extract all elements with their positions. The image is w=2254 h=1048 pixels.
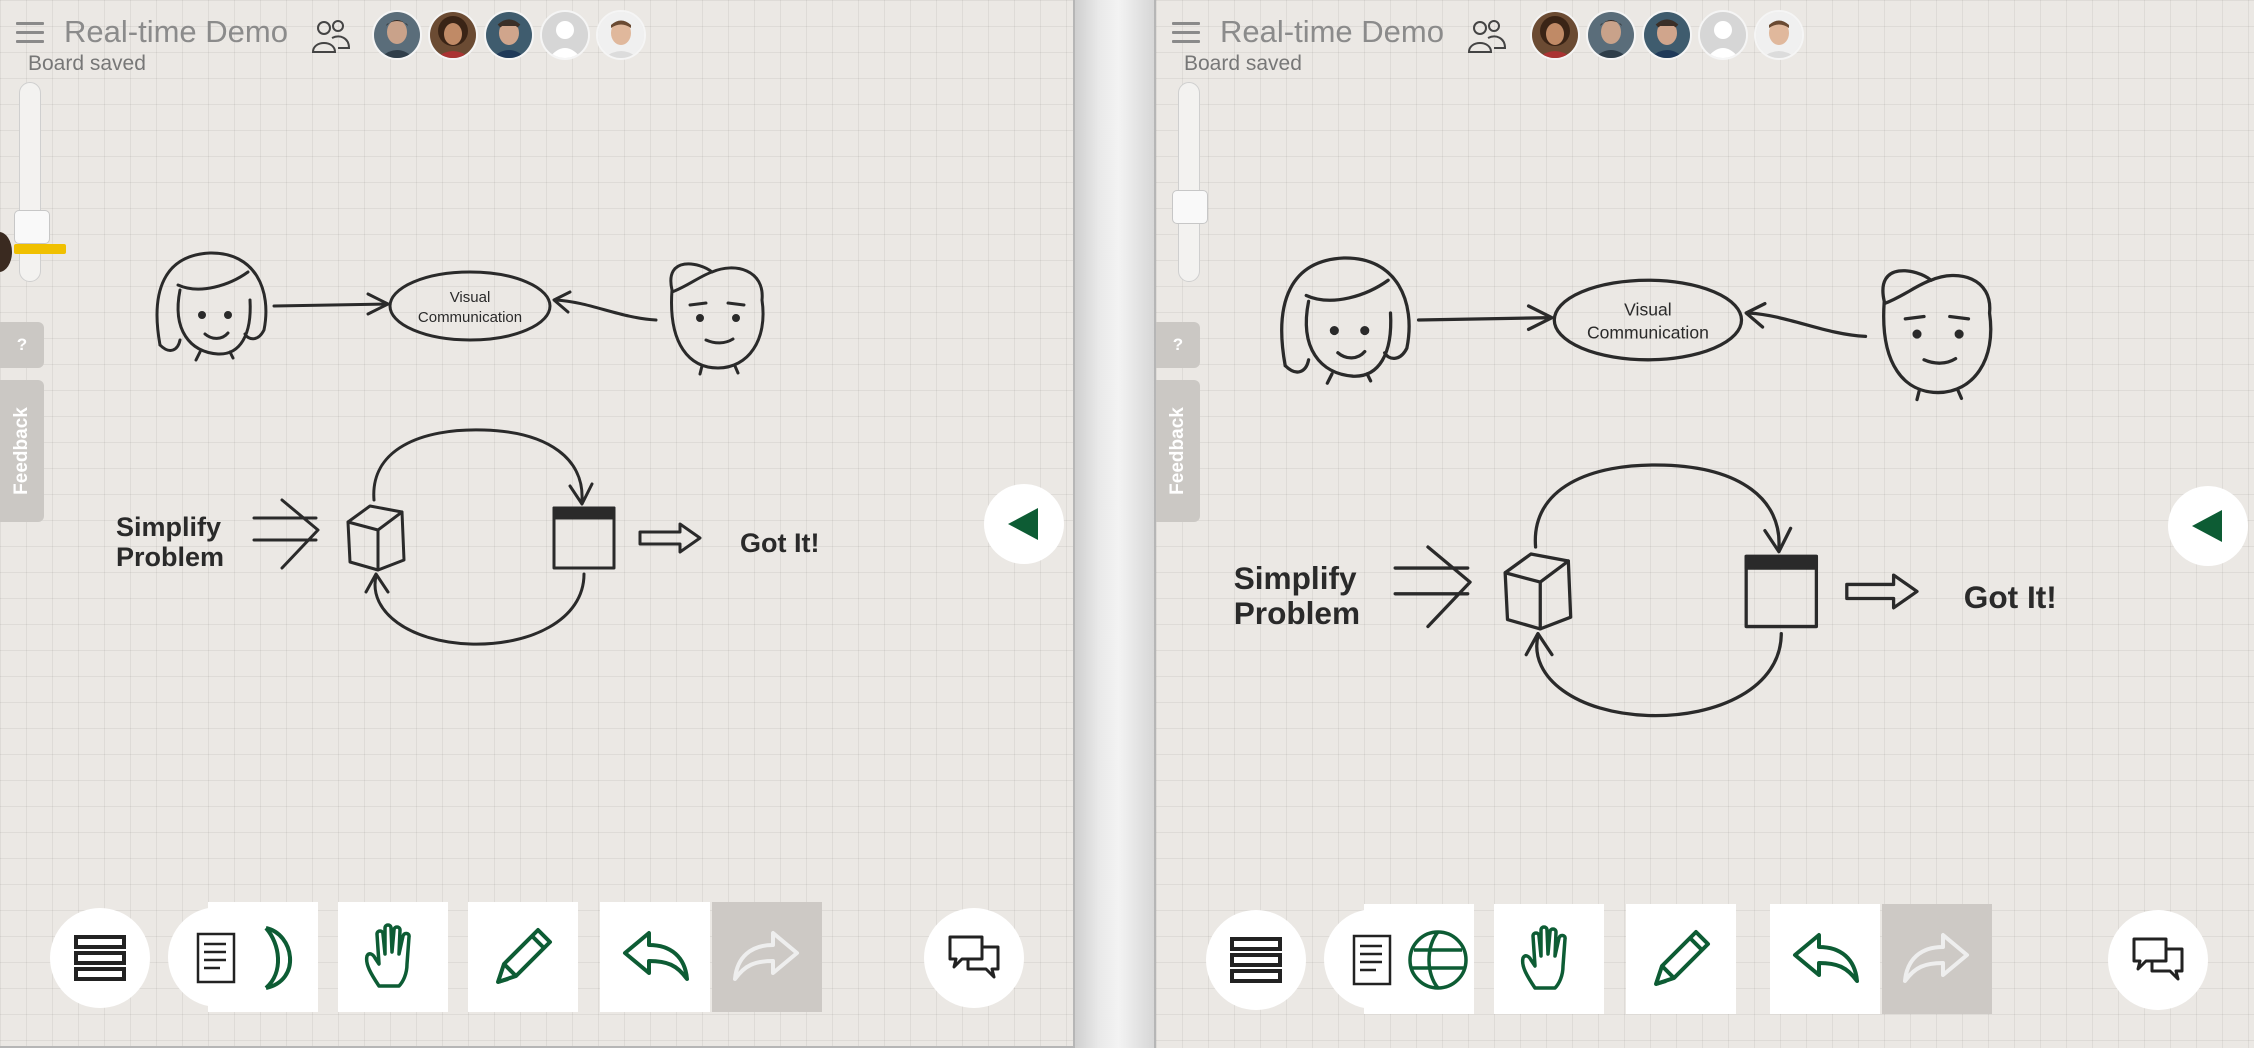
avatar[interactable] (1530, 10, 1580, 60)
undo-button[interactable] (1770, 904, 1880, 1014)
avatar[interactable] (596, 10, 646, 60)
collaborator-avatars (372, 10, 646, 60)
help-tab[interactable]: ? (1156, 322, 1200, 368)
cube-doodle (1503, 552, 1573, 631)
avatar[interactable] (1642, 10, 1692, 60)
collapse-panel-button[interactable] (984, 484, 1064, 564)
result-arrow (1845, 573, 1919, 610)
globe-shape-icon (264, 926, 293, 990)
window-doodle (552, 506, 616, 570)
redo-button[interactable] (1882, 904, 1992, 1014)
avatar[interactable] (372, 10, 422, 60)
boy-doodle (669, 262, 765, 376)
chat-bubbles-icon (2132, 937, 2184, 981)
girl-doodle (1280, 256, 1411, 385)
window-doodle (1744, 554, 1819, 629)
hand-pan-button[interactable] (338, 902, 448, 1012)
globe-shape-icon (1408, 930, 1468, 990)
pencil-draw-icon (1654, 930, 1710, 986)
arrow-from-boy (554, 298, 658, 322)
shapes-button[interactable] (168, 902, 318, 1012)
board-sketch[interactable]: Visual Communication Simplify Problem Go… (1156, 0, 2254, 900)
collapse-triangle-icon (2192, 510, 2222, 542)
pencil-draw-button[interactable] (468, 902, 578, 1012)
layers-button[interactable] (50, 908, 150, 1008)
window-gap (1075, 0, 1154, 1048)
problem-label-line1: Simplify (116, 512, 221, 542)
avatar[interactable] (1754, 10, 1804, 60)
board-title: Real-time Demo (1220, 14, 1444, 49)
cycle-arrow-bottom (1535, 631, 1783, 718)
avatar[interactable] (1586, 10, 1636, 60)
board-sketch[interactable]: Visual Communication Simplify Problem Go… (0, 0, 1075, 900)
chat-button[interactable] (2108, 910, 2208, 1010)
save-status: Board saved (28, 52, 146, 75)
cycle-arrow-bottom (373, 572, 586, 646)
hamburger-menu-icon[interactable] (1172, 22, 1200, 44)
arrow-to-ellipse (1416, 316, 1552, 322)
arrow-to-ellipse (272, 302, 388, 308)
boy-doodle (1881, 269, 1993, 402)
problem-label-line2: Problem (116, 542, 224, 572)
ellipse-label-line2: Communication (418, 309, 522, 326)
zoom-slider[interactable] (1178, 82, 1200, 282)
zoom-slider-handle[interactable] (1172, 190, 1208, 224)
hamburger-menu-icon[interactable] (16, 22, 44, 44)
board-left[interactable]: Real-time Demo Board saved ? Feedback (0, 0, 1075, 1048)
layers-icon (1230, 937, 1282, 983)
chat-bubbles-icon (948, 935, 1000, 979)
cycle-arrow-top (372, 428, 584, 502)
feedback-tab[interactable]: Feedback (1156, 380, 1200, 522)
arrow-from-boy (1746, 311, 1868, 339)
collaborators-icon[interactable] (1466, 16, 1508, 56)
collaborator-cursor (0, 232, 12, 272)
feedback-tab[interactable]: Feedback (0, 380, 44, 522)
communication-ellipse (388, 270, 552, 342)
chat-button[interactable] (924, 908, 1024, 1008)
cube-doodle (346, 504, 406, 572)
sticky-note-icon (1352, 934, 1392, 986)
ellipse-label-line1: Visual (1624, 299, 1671, 319)
ellipse-label-line1: Visual (450, 289, 491, 306)
redo-arrow-icon (733, 931, 799, 981)
problem-label-line2: Problem (1234, 595, 1360, 631)
avatar[interactable] (428, 10, 478, 60)
board-title: Real-time Demo (64, 14, 288, 49)
hand-pan-icon (1520, 925, 1567, 990)
girl-doodle (155, 251, 268, 362)
avatar[interactable] (1698, 10, 1748, 60)
layers-button[interactable] (1206, 910, 1306, 1010)
result-label: Got It! (1964, 579, 2057, 615)
sticky-note-icon (196, 932, 236, 984)
result-arrow (638, 522, 702, 554)
redo-button[interactable] (712, 902, 822, 1012)
layers-icon (74, 935, 126, 981)
avatar[interactable] (540, 10, 590, 60)
result-label: Got It! (740, 528, 819, 558)
communication-ellipse (1552, 278, 1744, 362)
undo-button[interactable] (600, 902, 710, 1012)
board-right[interactable]: Real-time Demo Board saved ? Feedback (1154, 0, 2254, 1048)
collaborator-cursor-label (14, 244, 66, 254)
cycle-arrow-top (1533, 463, 1781, 549)
hand-pan-button[interactable] (1494, 904, 1604, 1014)
collapse-triangle-icon (1008, 508, 1038, 540)
pencil-draw-icon (496, 928, 552, 984)
zoom-slider-handle[interactable] (14, 210, 50, 244)
collaborator-avatars (1530, 10, 1804, 60)
pencil-draw-button[interactable] (1626, 904, 1736, 1014)
ellipse-label-line2: Communication (1587, 323, 1709, 343)
collapse-panel-button[interactable] (2168, 486, 2248, 566)
shapes-button[interactable] (1324, 904, 1474, 1014)
avatar[interactable] (484, 10, 534, 60)
hand-pan-icon (364, 923, 411, 988)
collaborators-icon[interactable] (310, 16, 352, 56)
help-tab[interactable]: ? (0, 322, 44, 368)
problem-label-line1: Simplify (1234, 560, 1357, 596)
save-status: Board saved (1184, 52, 1302, 75)
undo-arrow-icon (1793, 933, 1859, 983)
redo-arrow-icon (1903, 933, 1969, 983)
undo-arrow-icon (623, 931, 689, 981)
